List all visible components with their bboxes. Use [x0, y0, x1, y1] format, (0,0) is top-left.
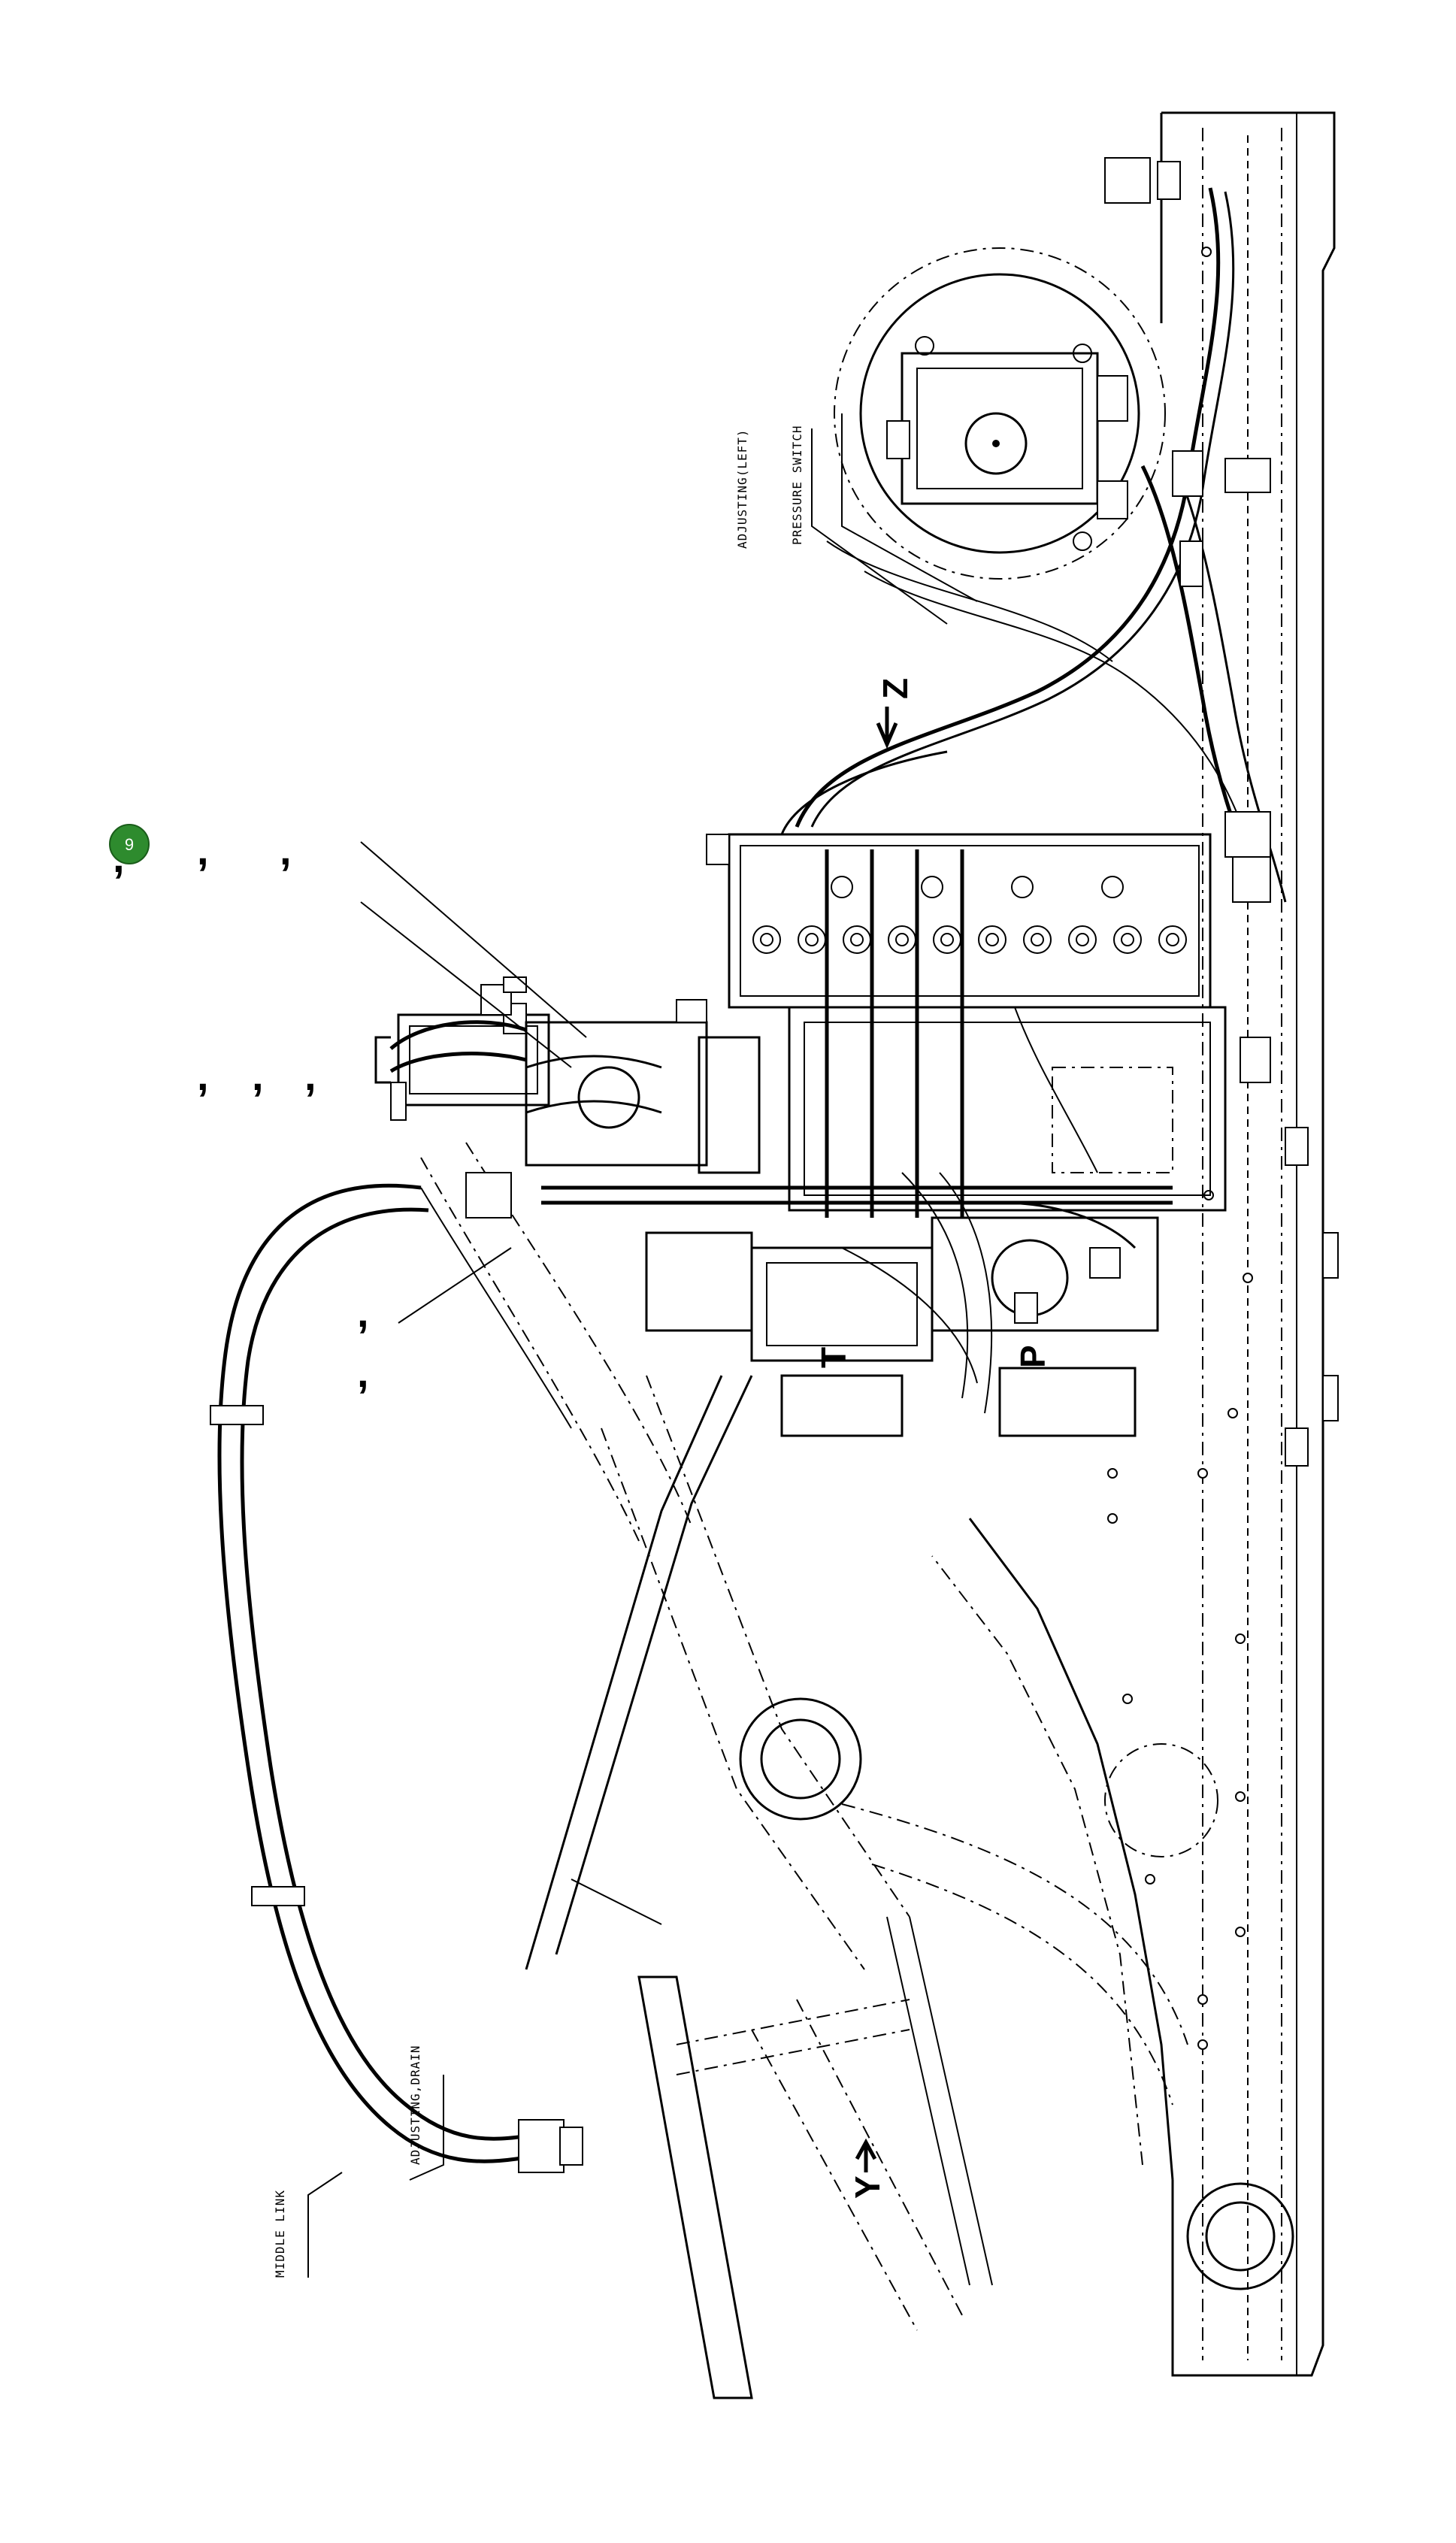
valve-spools [752, 876, 1187, 954]
marker-p: P [1013, 1345, 1052, 1368]
leader-lines [307, 413, 978, 2278]
marker-z-arrow [876, 707, 898, 749]
label-adjusting-drain: ADJUSTING,DRAIN [408, 2045, 422, 2166]
marker-y-arrow [855, 2138, 877, 2172]
callout-number: 9 [125, 835, 134, 854]
comma: , [357, 1288, 369, 1336]
comma: , [113, 834, 125, 881]
main-frame [739, 111, 1339, 2377]
marker-y-letter: Y [848, 2175, 887, 2199]
label-pressure-switch: PRESSURE SWITCH [790, 425, 804, 546]
callout-circle [109, 824, 150, 864]
comma: , [197, 1052, 209, 1099]
frame-holes [1107, 247, 1253, 2050]
comma: , [304, 1052, 316, 1099]
view-marker-y: Y [848, 2138, 887, 2199]
comma: , [280, 826, 292, 873]
middle-link-hose [210, 1172, 583, 2173]
comma: , [357, 1349, 369, 1396]
marker-z-letter: Z [876, 678, 915, 699]
right-fittings [1104, 157, 1271, 1083]
boom-arm [420, 1142, 1188, 2399]
view-marker-z: Z [876, 678, 915, 749]
label-adjusting-left: ADJUSTING(LEFT) [735, 429, 749, 549]
hose-bundle [780, 187, 1287, 1414]
left-valve-bank [390, 834, 1121, 1324]
comma: , [252, 1052, 264, 1099]
comma-separators: , , , , , , , , [113, 826, 369, 1396]
pump-assembly [374, 1003, 1173, 1437]
marker-t: T [814, 1347, 853, 1368]
label-middle-link: MIDDLE LINK [273, 2190, 287, 2278]
comma: , [197, 826, 209, 873]
swing-motor [834, 247, 1166, 580]
control-valve [728, 833, 1227, 1218]
callout-9: 9 [109, 824, 150, 864]
